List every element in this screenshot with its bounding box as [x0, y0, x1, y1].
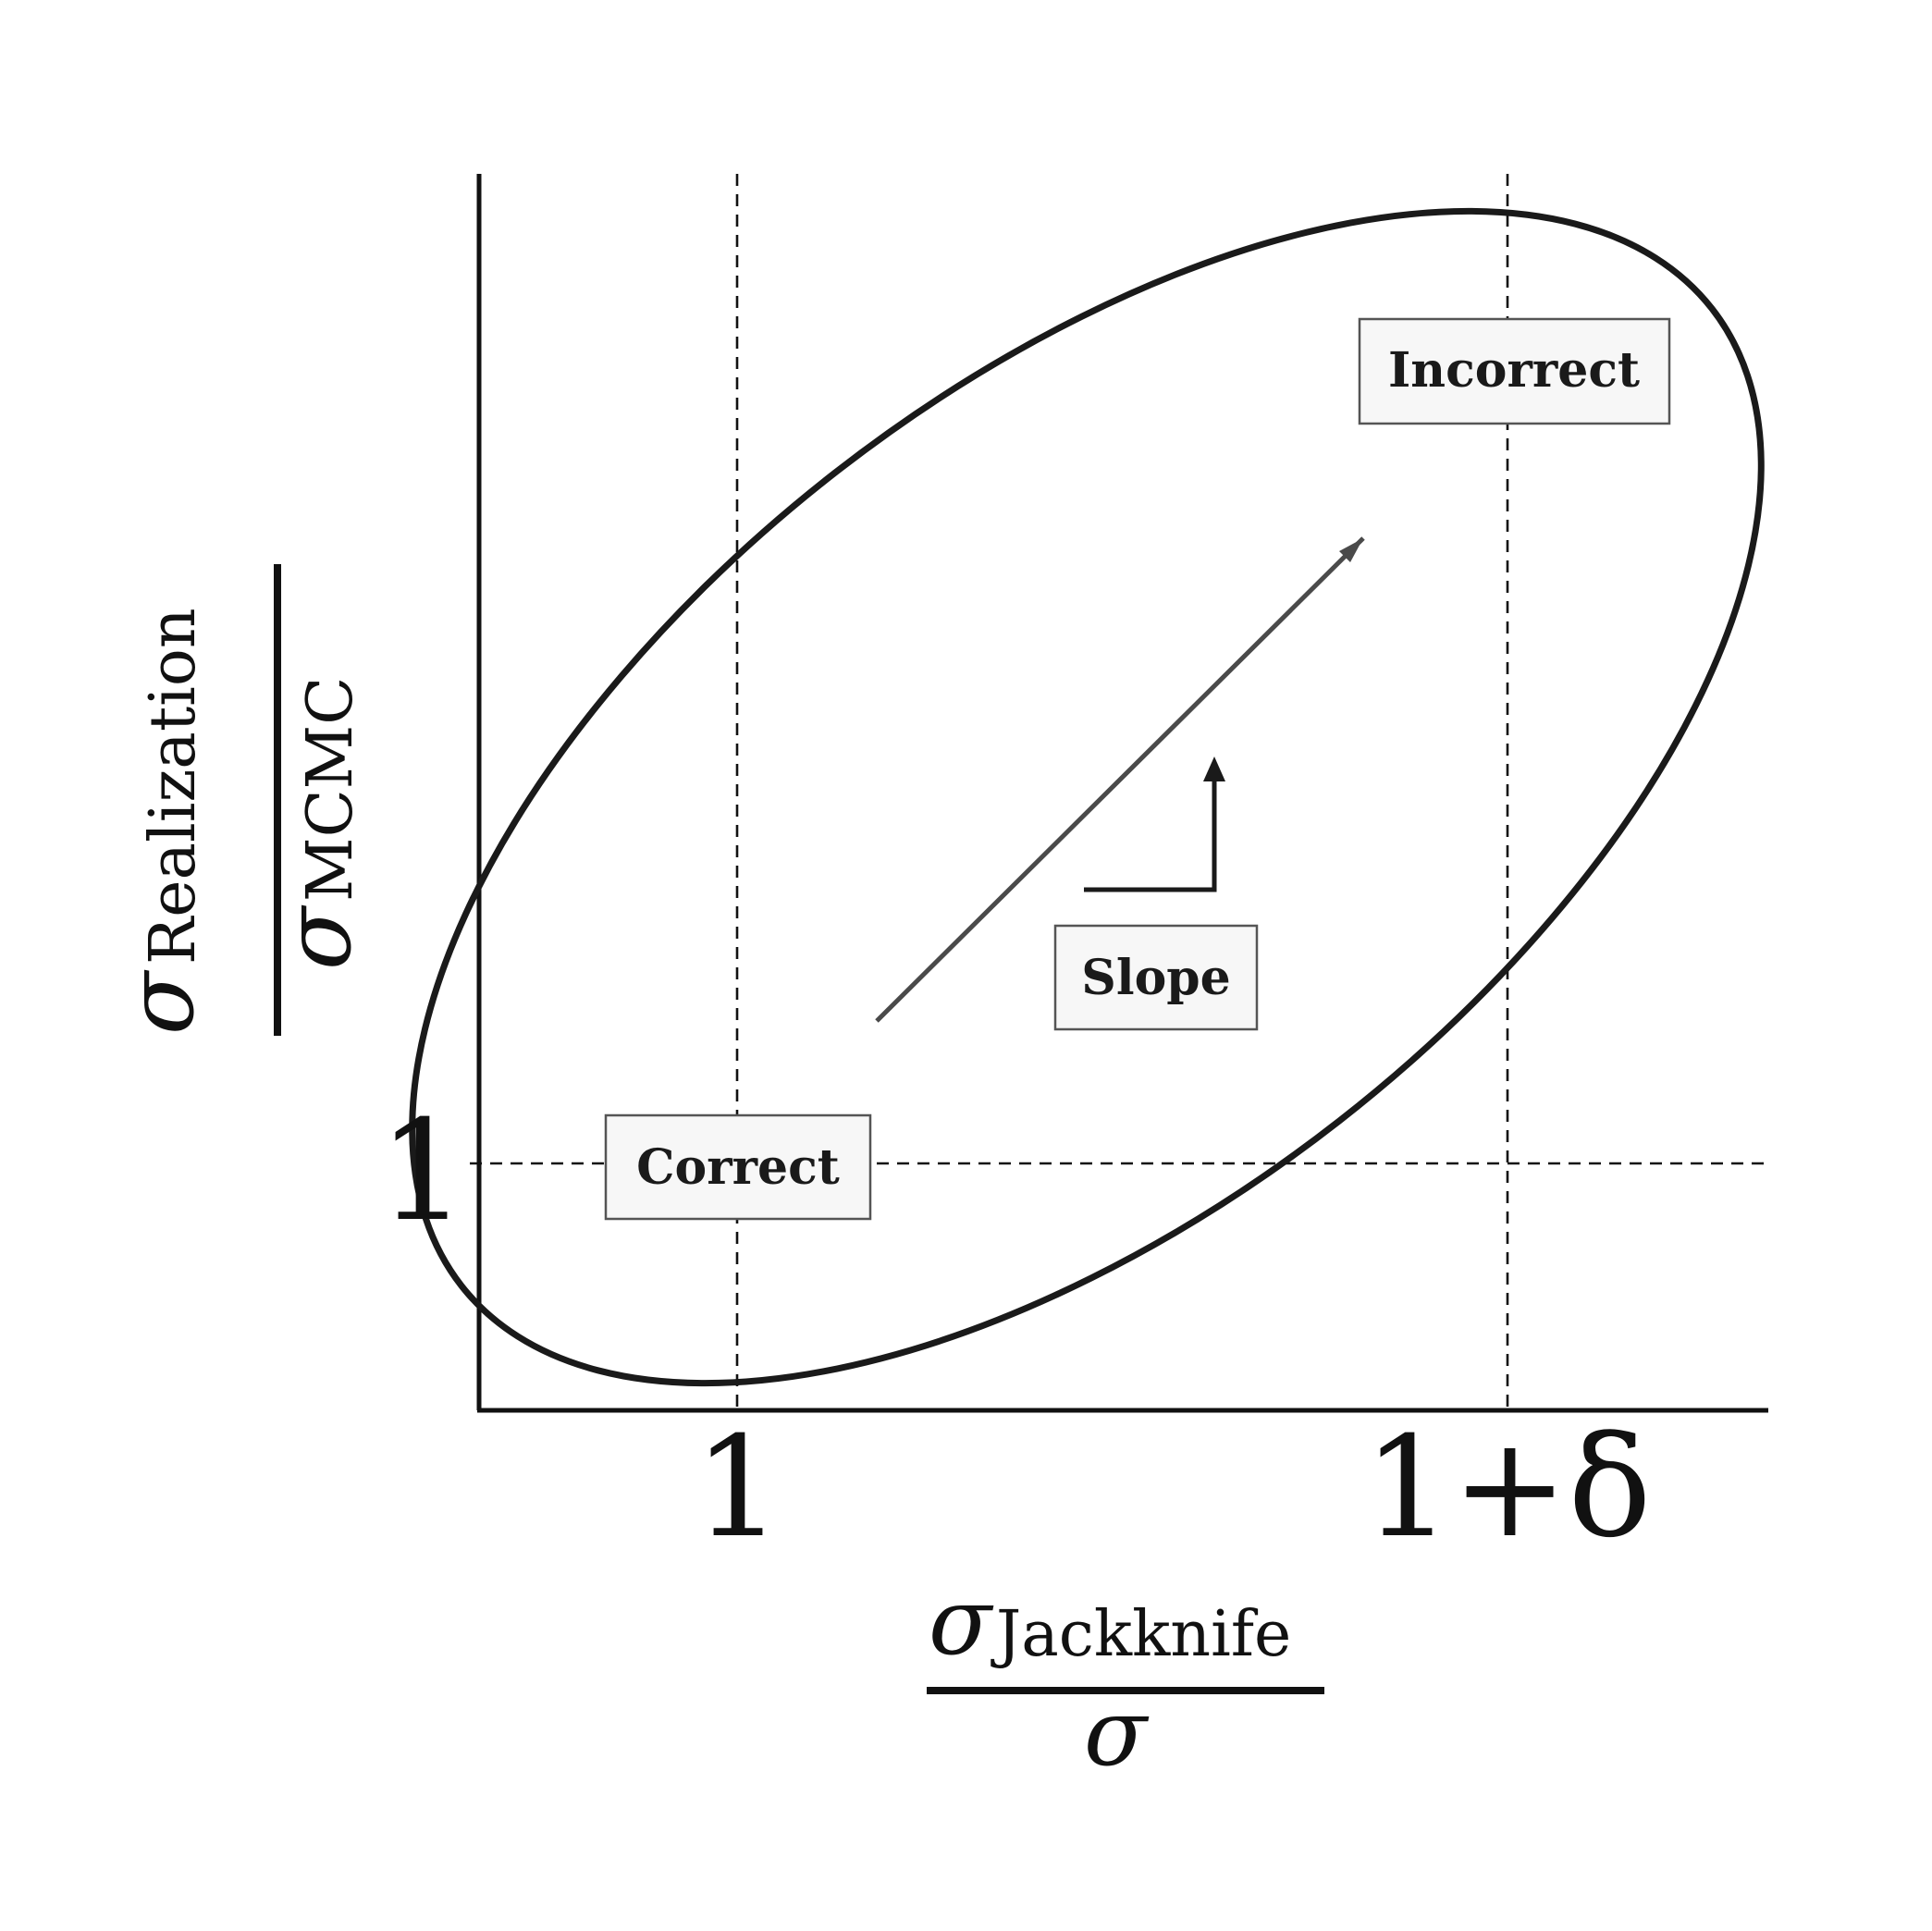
y-label-denominator-sigma: σ [264, 904, 372, 970]
diagonal-trend-arrow [875, 536, 1365, 1023]
y-label-denominator-subscript: MCMC [294, 677, 367, 902]
x-tick-one: 1 [694, 1408, 781, 1568]
uncertainty-ellipse [409, 207, 1765, 1387]
diagonal-arrowhead [1339, 538, 1363, 562]
incorrect-label-box: Incorrect [1358, 317, 1671, 425]
x-axis-label: σ Jackknife σ [927, 1568, 1324, 1787]
x-label-denominator-sigma: σ [1084, 1679, 1150, 1787]
y-axis-label: σ Realization σ MCMC [106, 564, 372, 1036]
slope-label: Slope [1081, 950, 1230, 1006]
slope-indicator-arrowhead [1203, 756, 1225, 781]
x-tick-one-plus-delta: 1+δ [1363, 1408, 1651, 1568]
x-label-numerator-subscript: Jackknife [991, 1598, 1291, 1671]
slope-indicator-line [1084, 779, 1217, 892]
y-label-numerator-sigma: σ [106, 969, 215, 1035]
slope-label-box: Slope [1053, 924, 1259, 1031]
y-label-numerator-subscript: Realization [137, 608, 210, 965]
correct-label-box: Correct [604, 1113, 872, 1221]
y-tick-one: 1 [378, 1091, 466, 1252]
incorrect-label: Incorrect [1388, 342, 1640, 399]
correct-label: Correct [636, 1139, 840, 1196]
x-label-numerator-sigma: σ [929, 1568, 994, 1676]
